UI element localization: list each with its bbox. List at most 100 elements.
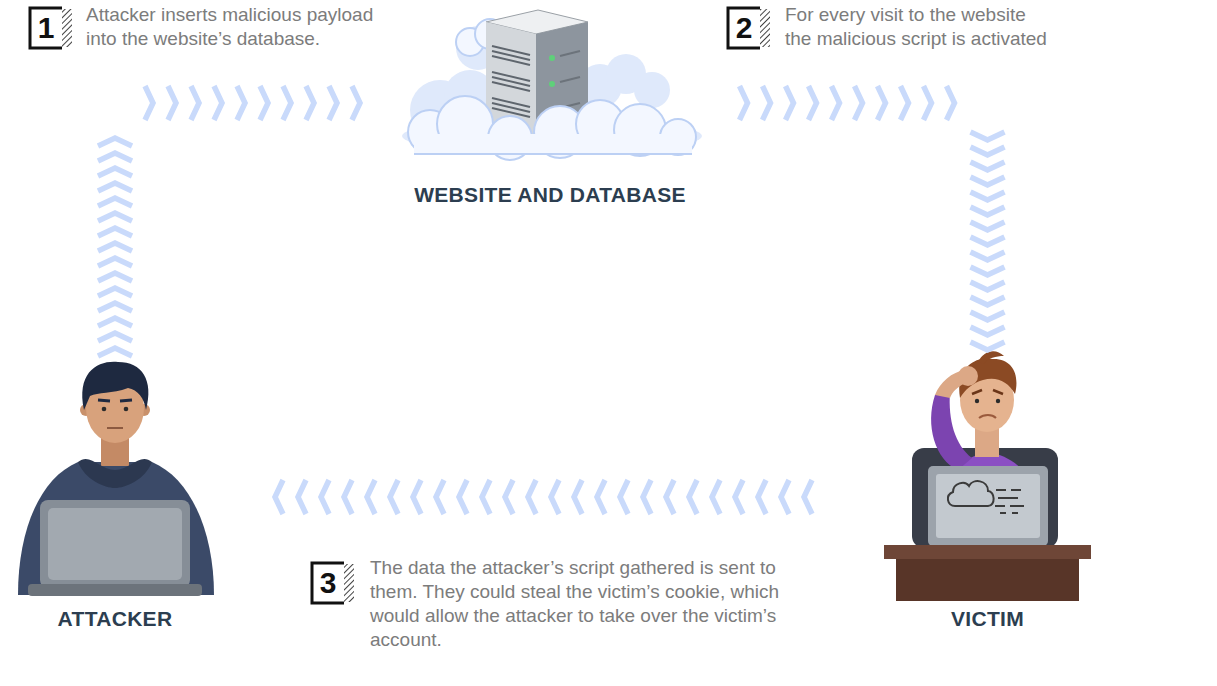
chevron-mark — [98, 333, 132, 341]
chevron-mark — [344, 480, 352, 514]
chevron-mark — [98, 198, 132, 206]
illustration-node: WEBSITE AND DATABASE — [385, 2, 715, 214]
chevron-mark — [971, 252, 1005, 260]
victim-illustration — [1000, 512, 1006, 514]
step-note: The data the attacker’s script gathered … — [370, 556, 795, 652]
chevron-mark — [971, 132, 1005, 140]
chevron-mark — [459, 480, 467, 514]
chevron-mark — [712, 480, 720, 514]
chevron-mark — [804, 480, 812, 514]
victim-illustration — [995, 505, 1005, 507]
victim-illustration — [928, 466, 1048, 546]
victim-illustration — [1010, 505, 1024, 507]
chevron-mark — [758, 480, 766, 514]
chevron-mark — [98, 183, 132, 191]
chevron-mark — [321, 480, 329, 514]
server-illustration — [634, 72, 670, 108]
chevron-mark — [901, 86, 909, 120]
chevron-mark — [597, 480, 605, 514]
attacker-illustration — [78, 459, 152, 488]
chevron-mark — [145, 86, 153, 120]
chevron-mark — [809, 86, 817, 120]
victim-illustration — [995, 489, 1024, 514]
chevron-mark — [306, 86, 314, 120]
chevron-mark — [971, 237, 1005, 245]
attacker-illustration — [107, 427, 123, 429]
chevron-mark — [214, 86, 222, 120]
chevron-connector — [715, 86, 1005, 360]
connector-path — [715, 103, 988, 360]
chevron-mark — [528, 480, 536, 514]
chevron-mark — [551, 480, 559, 514]
chevron-connector — [98, 86, 385, 360]
step-box — [30, 8, 72, 48]
chevron-mark — [298, 480, 306, 514]
chevron-mark — [98, 213, 132, 221]
server-illustration — [402, 10, 702, 160]
server-illustration — [560, 51, 580, 108]
step-note: For every visit to the website the malic… — [785, 3, 1053, 51]
server-illustration — [492, 46, 530, 55]
server-illustration — [549, 81, 555, 87]
victim-illustration — [996, 399, 1000, 403]
chevron-mark — [878, 86, 886, 120]
chevron-mark — [735, 480, 743, 514]
chevron-mark — [620, 480, 628, 514]
connector-path — [115, 103, 385, 360]
chevron-mark — [367, 480, 375, 514]
chevron-mark — [98, 258, 132, 266]
server-illustration — [414, 153, 692, 155]
chevron-mark — [971, 342, 1005, 350]
chevron-mark — [505, 480, 513, 514]
chevron-mark — [643, 480, 651, 514]
victim-illustration — [896, 559, 1079, 601]
chevron-mark — [482, 480, 490, 514]
node-label: ATTACKER — [58, 606, 173, 632]
chevron-mark — [971, 162, 1005, 170]
chevron-mark — [283, 86, 291, 120]
chevron-mark — [971, 267, 1005, 275]
victim-illustration — [979, 415, 996, 418]
attacker-illustration — [124, 407, 129, 412]
victim-illustration — [993, 390, 1003, 394]
step-note: Attacker inserts malicious payload into … — [86, 3, 391, 51]
server-illustration — [549, 55, 555, 61]
server-illustration — [492, 103, 530, 112]
step-box — [312, 563, 344, 603]
attacker-illustration — [48, 508, 182, 580]
chevron-mark — [971, 192, 1005, 200]
chevron-mark — [971, 207, 1005, 215]
victim-illustration — [998, 497, 1018, 499]
victim-illustration — [884, 545, 1091, 559]
chevron-mark — [971, 312, 1005, 320]
chevron-mark — [689, 480, 697, 514]
node-label: VICTIM — [951, 606, 1024, 632]
victim-illustration — [936, 474, 1040, 538]
victim-illustration — [972, 390, 982, 394]
server-illustration — [414, 134, 692, 154]
server-illustration — [560, 77, 580, 82]
victim-illustration — [978, 351, 1004, 364]
chevron-mark — [413, 480, 421, 514]
server-illustration — [408, 96, 696, 160]
server-illustration — [492, 72, 530, 81]
callout-number: 2 — [728, 8, 760, 48]
illustration-node: VICTIM — [880, 360, 1095, 636]
attacker-illustration — [120, 400, 132, 401]
chevron-mark — [98, 303, 132, 311]
victim-illustration — [931, 392, 972, 470]
chevron-mark — [275, 480, 283, 514]
server-illustration — [492, 98, 530, 107]
victim-illustration — [1011, 489, 1021, 491]
chevron-mark — [924, 86, 932, 120]
chevron-mark — [260, 86, 268, 120]
attacker-illustration — [18, 362, 214, 596]
victim-illustration — [975, 399, 979, 403]
chevron-mark — [98, 348, 132, 356]
victim-illustration — [958, 366, 978, 386]
chevron-mark — [329, 86, 337, 120]
chevron-mark — [98, 153, 132, 161]
